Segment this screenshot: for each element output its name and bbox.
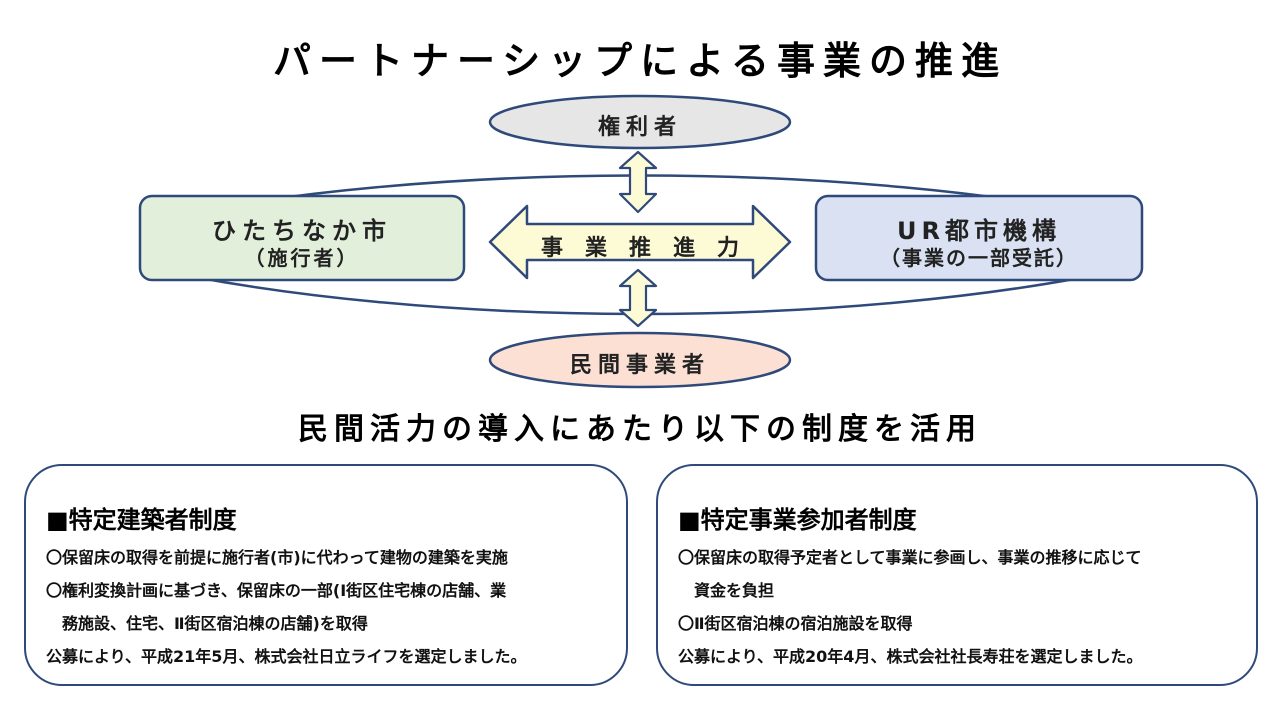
upper-vertical-arrow <box>618 150 658 214</box>
business-promotion-label: 事 業 推 進 力 <box>540 236 739 261</box>
subtitle: 民間活力の導入にあたり以下の制度を活用 <box>298 412 982 447</box>
box-line: 務施設、住宅、Ⅱ街区宿泊棟の店舗)を取得 <box>46 614 368 633</box>
lower-vertical-arrow <box>618 268 658 328</box>
rights-holders-label: 権利者 <box>597 115 682 140</box>
box-line: 公募により、平成21年5月、株式会社日立ライフを選定しました。 <box>46 647 527 666</box>
city-name-label: ひたちなか市 <box>212 217 392 245</box>
box-line: 資金を負担 <box>678 581 775 600</box>
specified-participant-box: ■特定事業参加者制度 〇保留床の取得予定者として事業に参画し、事業の推移に応じて… <box>656 464 1258 686</box>
rights-holders-ellipse <box>488 94 792 150</box>
box-line: 公募により、平成20年4月、株式会社社長寿荘を選定しました。 <box>678 647 1143 666</box>
ur-box <box>814 194 1144 282</box>
private-operators-ellipse <box>488 331 792 389</box>
city-role-label: （施行者） <box>244 246 360 270</box>
private-operators-label: 民間事業者 <box>569 353 710 378</box>
specified-builder-box: ■特定建築者制度 〇保留床の取得を前提に施行者(市)に代わって建物の建築を実施 … <box>24 464 628 686</box>
specified-participant-heading: ■特定事業参加者制度 <box>678 506 917 534</box>
business-promotion-arrow <box>488 204 792 280</box>
page-title: パートナーシップによる事業の推進 <box>272 39 1008 83</box>
box-line: 〇Ⅱ街区宿泊棟の宿泊施設を取得 <box>678 614 913 633</box>
city-box <box>138 194 466 282</box>
specified-builder-heading: ■特定建築者制度 <box>46 506 237 534</box>
box-line: 〇保留床の取得を前提に施行者(市)に代わって建物の建築を実施 <box>46 548 508 567</box>
ur-name-label: UR都市機構 <box>897 217 1061 245</box>
box-line: 〇保留床の取得予定者として事業に参画し、事業の推移に応じて <box>678 548 1142 567</box>
ur-role-label: （事業の一部受託） <box>880 246 1078 270</box>
box-line: 〇権利変換計画に基づき、保留床の一部(Ⅰ街区住宅棟の店舗、業 <box>46 581 507 600</box>
